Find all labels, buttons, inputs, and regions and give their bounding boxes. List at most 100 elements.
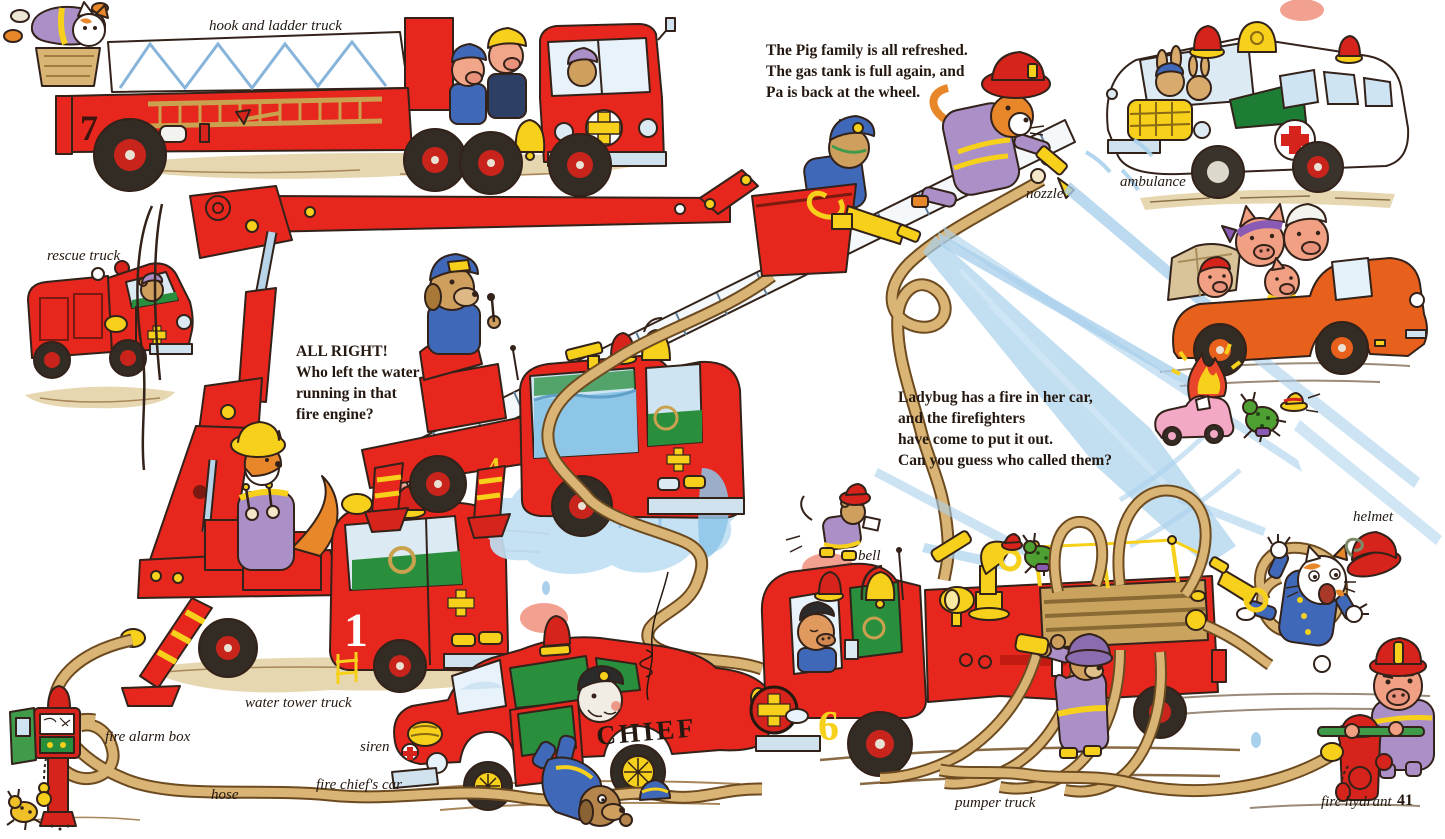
beacon-light-icon: [1335, 35, 1363, 64]
wheel: [109, 339, 147, 377]
boom-basket: [699, 115, 922, 277]
caption-line: Can you guess who called them?: [898, 452, 1113, 469]
label-nozzle: nozzle: [1026, 186, 1064, 202]
bell-icon: [1237, 21, 1277, 53]
wheel: [403, 128, 467, 192]
searchlight-icon: [939, 586, 975, 627]
caption-line: and the firefighters: [898, 410, 1026, 427]
deck-gun-icon: [930, 530, 1022, 621]
caption-line: Pa is back at the wheel.: [766, 84, 921, 101]
label-fire-alarm-box: fire alarm box: [105, 729, 191, 745]
beacon-light-icon: [538, 615, 572, 657]
caption-line: Who left the water: [296, 364, 420, 381]
wheel: [33, 341, 71, 379]
wheel: [1315, 321, 1369, 375]
wheel: [1191, 145, 1245, 199]
beacon-light-icon: [814, 571, 844, 602]
outrigger: [467, 465, 511, 539]
bell-icon: [514, 119, 546, 153]
wheel: [409, 455, 467, 513]
page-number: 41: [1397, 792, 1413, 809]
label-hook-and-ladder-truck: hook and ladder truck: [209, 18, 342, 34]
label-fire-chiefs-car: fire chief's car: [316, 777, 402, 793]
windshield: [1331, 257, 1373, 301]
hose-coupling: [1320, 742, 1344, 762]
siren-horn-icon: [104, 315, 128, 333]
label-rescue-truck: rescue truck: [47, 248, 121, 264]
pig-passenger-white-cap: [1283, 203, 1329, 261]
basket: [751, 183, 857, 277]
aerial-rack: [107, 31, 409, 93]
wheel: [459, 131, 523, 195]
label-siren: siren: [360, 739, 390, 755]
hose-ladder-to-pumper: [885, 174, 1046, 582]
ladybug-character: [1240, 391, 1287, 443]
fire-helmet-icon: [1369, 637, 1427, 677]
label-ambulance: ambulance: [1120, 174, 1186, 190]
tiller-cat-head: [72, 13, 106, 47]
pig-kid-red-cap: [1197, 256, 1233, 298]
caption-line: Ladybug has a fire in her car,: [898, 389, 1093, 406]
grille: [1127, 99, 1193, 141]
wheel: [1204, 424, 1224, 444]
beacon-light-icon: [1189, 25, 1225, 59]
wheel: [548, 133, 612, 197]
truck-number-1: 1: [344, 604, 368, 657]
wrench: [1317, 726, 1425, 737]
wheel: [1292, 141, 1344, 193]
dog-ladder-operator: [424, 253, 501, 355]
fox-operator: [230, 421, 339, 571]
label-water-tower-truck: water tower truck: [245, 695, 352, 711]
pig-family-car: [1167, 203, 1428, 377]
caption-pig-family: The Pig family is all refreshed. The gas…: [766, 40, 968, 103]
wheel: [1193, 323, 1247, 377]
hook-and-ladder-truck: 7: [3, 1, 676, 197]
tangled-cat: [1208, 531, 1402, 673]
flying-hat-icon: [1280, 392, 1321, 413]
maltese-cross-icon: [447, 589, 475, 617]
sleeping-pig-driver: [797, 601, 837, 673]
fire-helmet-icon: [981, 51, 1051, 99]
bell-icon: [860, 564, 896, 609]
label-pumper-truck: pumper truck: [955, 795, 1036, 811]
bear-firefighter: [1014, 633, 1113, 759]
flying-helmet-icon: [1344, 531, 1402, 578]
valve-wheel-icon: [1185, 609, 1207, 631]
chief-driver: [577, 665, 625, 723]
truck-number-7: 7: [80, 108, 98, 148]
mouse-firefighter: [785, 483, 881, 561]
ambulance: [1106, 0, 1410, 199]
wheel: [93, 118, 167, 192]
maltese-cross-icon: [666, 447, 691, 472]
ladder-cat-with-nozzle: [911, 51, 1075, 208]
fallen-dog-firefighter: [531, 734, 671, 827]
alarm-bug: [6, 788, 70, 831]
smoke-puff: [1280, 0, 1324, 21]
caption-line: running in that: [296, 385, 397, 402]
caption-all-right: ALL RIGHT! Who left the water running in…: [296, 341, 420, 425]
caption-ladybug: Ladybug has a fire in her car, and the f…: [898, 387, 1112, 471]
hose-hydrant-run: [938, 749, 1336, 797]
maltese-cross-icon: [587, 111, 621, 145]
hose-coupling: [1014, 633, 1050, 656]
caption-line: The gas tank is full again, and: [766, 63, 965, 80]
sprayed-ladybug: [1001, 532, 1060, 576]
wheel: [463, 761, 513, 811]
water-cannon-icon: [831, 205, 922, 245]
hydrant-pig-firefighter: [1317, 637, 1435, 802]
rack-frame: [404, 17, 454, 111]
pig-passenger-headband: [1221, 203, 1285, 267]
caption-line: ALL RIGHT!: [296, 343, 388, 360]
fallen-cap-icon: [639, 779, 671, 801]
water-tower-truck: 1: [120, 185, 731, 707]
pig-firefighter-yellow-helmet: [487, 27, 527, 119]
hood-siren-icon: [407, 721, 443, 747]
label-hose: hose: [211, 787, 239, 803]
wheel: [198, 618, 258, 678]
wheel: [847, 711, 913, 777]
wheel: [373, 639, 427, 693]
boom-arm: [261, 195, 731, 233]
rescue-truck: [27, 260, 194, 379]
